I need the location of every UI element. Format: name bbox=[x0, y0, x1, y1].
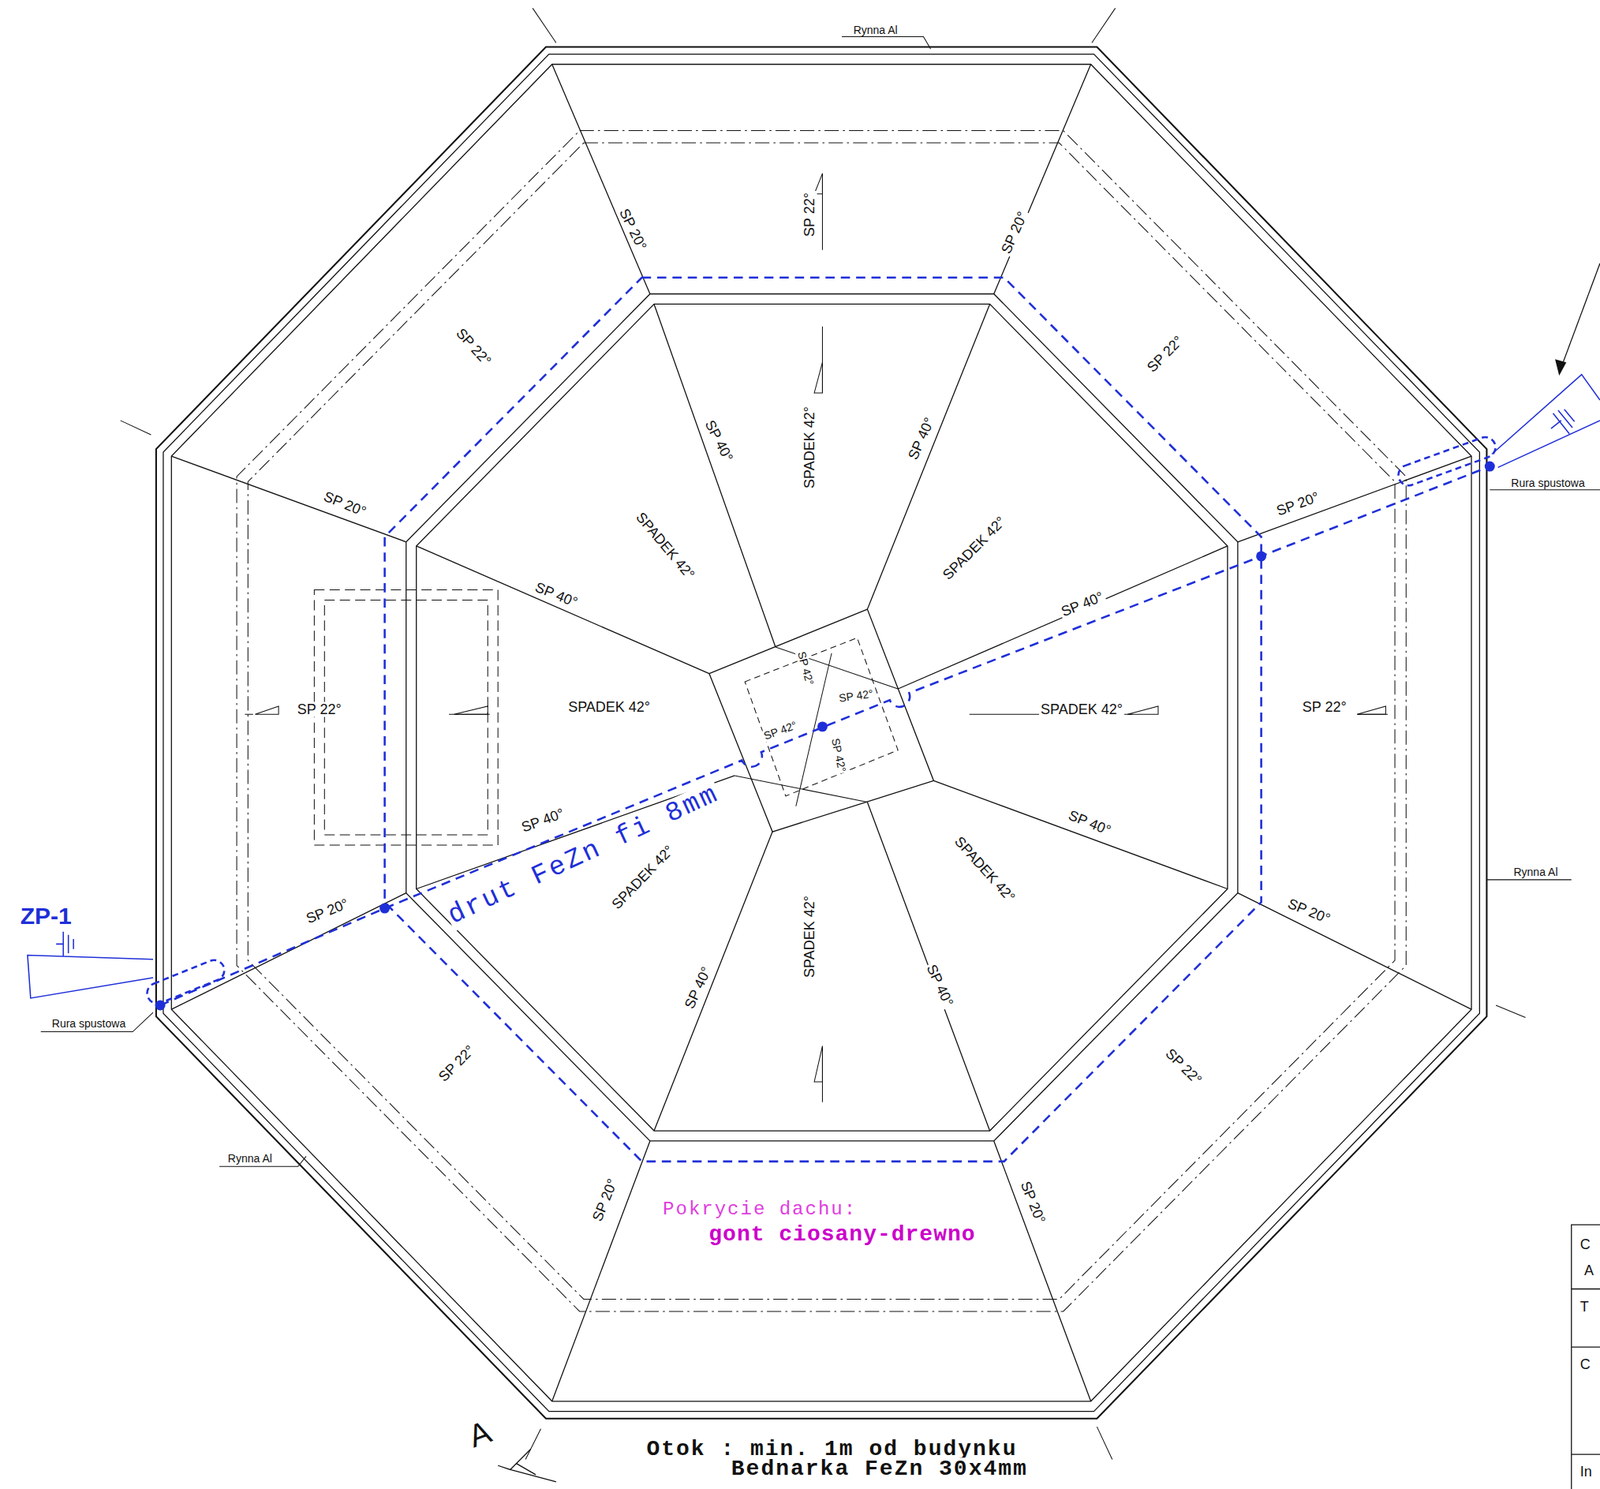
slope-label: SP 22° bbox=[452, 324, 495, 370]
leader-line bbox=[41, 37, 1600, 1167]
air-termination-wire bbox=[385, 277, 1262, 1162]
joint-dot bbox=[1484, 461, 1496, 472]
slope-label: SP 22° bbox=[1300, 699, 1349, 715]
roof-break bbox=[406, 293, 1238, 1141]
slope-arrow bbox=[244, 173, 1388, 1103]
slope-label: SP 42° bbox=[829, 735, 849, 775]
earth-lead bbox=[27, 955, 154, 999]
eave-outline bbox=[163, 54, 1480, 1412]
joint-dot bbox=[155, 999, 166, 1010]
hip-line bbox=[416, 303, 1228, 1131]
slope-label: SP 22° bbox=[295, 701, 344, 717]
slope-label: SP 42° bbox=[837, 687, 876, 705]
lantern-line bbox=[734, 646, 898, 807]
slope-label: SPADEK 42° bbox=[801, 404, 817, 490]
pointer-arrow bbox=[1561, 263, 1600, 368]
downpipe-label: Rura spustowa bbox=[50, 1017, 128, 1030]
slope-label: SP 42° bbox=[761, 718, 801, 743]
lantern bbox=[709, 609, 935, 832]
hidden-line bbox=[314, 590, 498, 845]
section-mark bbox=[497, 1449, 557, 1482]
earth-symbol bbox=[56, 931, 74, 957]
title-block-cell: A bbox=[1582, 1263, 1596, 1279]
pointer-arrowhead bbox=[1555, 358, 1567, 376]
hidden-line bbox=[324, 599, 488, 834]
gutter-label: Rynna Al bbox=[852, 23, 900, 36]
slope-label: SP 20° bbox=[589, 1175, 621, 1226]
slope-label: SP 20° bbox=[615, 205, 650, 255]
slope-label: SPADEK 42° bbox=[631, 508, 699, 584]
slope-triangle bbox=[254, 173, 1386, 1082]
slope-label: SP 40° bbox=[680, 963, 715, 1013]
slope-label: SP 20° bbox=[320, 488, 371, 520]
hidden-line bbox=[236, 130, 1406, 1312]
slope-label: SP 40° bbox=[518, 805, 569, 836]
hip-line bbox=[171, 63, 1472, 1401]
lantern-inner bbox=[744, 637, 898, 796]
roofing-note: gont ciosany-drewno bbox=[706, 1222, 977, 1246]
slope-label: SP 42° bbox=[794, 648, 815, 688]
downpipe-loop bbox=[144, 957, 229, 1007]
slope-label: SP 20° bbox=[1016, 1177, 1049, 1227]
slope-label: SP 40° bbox=[531, 579, 582, 611]
slope-label: SP 40° bbox=[1065, 807, 1115, 839]
slope-label: SP 22° bbox=[801, 190, 817, 239]
wall-outline bbox=[171, 63, 1472, 1401]
downpipe-loop bbox=[1395, 433, 1499, 489]
joint-dot bbox=[379, 903, 390, 914]
title-block-cell: C bbox=[1578, 1236, 1593, 1252]
slope-label: SP 40° bbox=[904, 414, 939, 464]
slope-label: SP 20° bbox=[302, 895, 353, 928]
slope-label: SPADEK 42° bbox=[801, 893, 817, 980]
title-block bbox=[1571, 1224, 1600, 1489]
wire-label: drut FeZn fi 8mm bbox=[442, 779, 726, 931]
title-block-cell: C bbox=[1578, 1357, 1593, 1372]
downpipe-label: Rura spustowa bbox=[1509, 476, 1586, 489]
slope-label: SPADEK 42° bbox=[938, 512, 1010, 584]
slope-label: SP 40° bbox=[1057, 588, 1108, 621]
roofing-note: Pokrycie dachu: bbox=[661, 1199, 859, 1219]
gutter-label: Rynna Al bbox=[226, 1152, 274, 1165]
ring-earth-note: Bednarka FeZn 30x4mm bbox=[729, 1457, 1030, 1481]
slope-label: SP 22° bbox=[1143, 332, 1188, 377]
title-block-cell: T bbox=[1578, 1298, 1591, 1314]
roof-break bbox=[416, 303, 1228, 1131]
title-block-cell: In bbox=[1578, 1464, 1594, 1480]
air-termination-wire bbox=[160, 466, 1490, 1006]
slope-label: SPADEK 42° bbox=[950, 832, 1019, 906]
slope-label: SP 20° bbox=[998, 208, 1032, 258]
eave-outline bbox=[156, 46, 1488, 1418]
earth-lead bbox=[1491, 374, 1600, 468]
axis-mark bbox=[120, 7, 1526, 1459]
section-mark: A bbox=[462, 1413, 497, 1454]
earth-symbol bbox=[1551, 409, 1575, 434]
joint-dot bbox=[1256, 550, 1267, 561]
slope-label: SPADEK 42° bbox=[566, 699, 652, 715]
slope-label: SP 22° bbox=[1161, 1044, 1206, 1089]
earthing-tag: ZP-1 bbox=[18, 904, 74, 930]
slope-label: SP 22° bbox=[435, 1041, 480, 1086]
slope-label: SPADEK 42° bbox=[1039, 701, 1125, 717]
joint-dot bbox=[817, 721, 828, 732]
gutter-label: Rynna Al bbox=[1511, 865, 1559, 878]
slope-label: SP 20° bbox=[1273, 489, 1324, 520]
slope-label: SP 40° bbox=[923, 960, 957, 1010]
hidden-line bbox=[247, 142, 1395, 1299]
slope-label: SP 40° bbox=[700, 416, 736, 466]
slope-label: SP 20° bbox=[1284, 895, 1335, 928]
